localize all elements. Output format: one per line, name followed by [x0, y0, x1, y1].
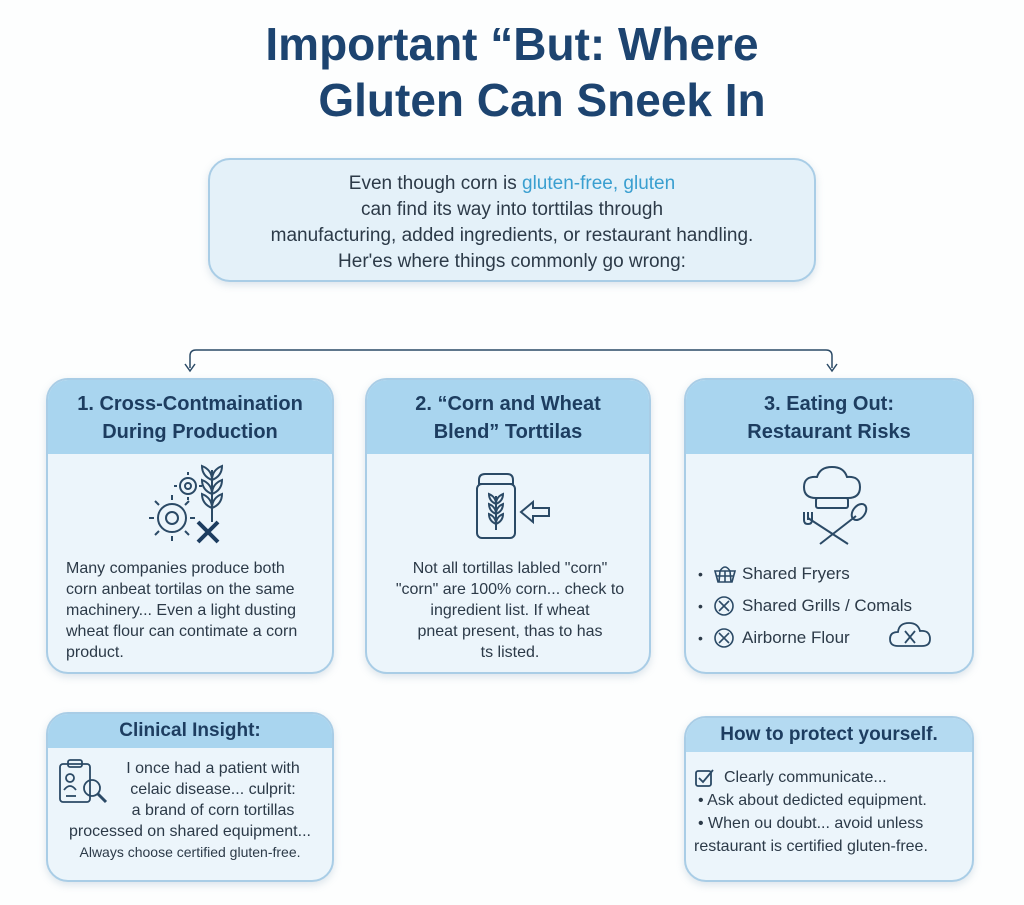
card-text-line: I once had a patient with: [126, 760, 300, 777]
clinical-insight-box: Clinical Insight: I once had a patient w…: [46, 712, 334, 882]
card-eating-out: 3. Eating Out: Restaurant Risks • Shared…: [684, 378, 974, 674]
bullet: •: [698, 630, 703, 646]
card-title-line: 1. Cross-Contmaination: [77, 393, 303, 415]
card-text-line: "corn" are 100% corn... check to: [395, 581, 625, 598]
card-corn-wheat-blend: 2. “Corn and Wheat Blend” Torttilas Not …: [365, 378, 651, 674]
intro-box: Even though corn is gluten-free, gluten …: [208, 158, 816, 282]
card-text-line: processed on shared equipment...: [69, 823, 311, 840]
card-title-line: Restaurant Risks: [747, 421, 911, 443]
card-text-line: machinery... Even a light dusting: [66, 602, 297, 619]
clinical-title: Clinical Insight:: [48, 714, 332, 748]
card-text-line: pneat present, thas to has: [417, 623, 603, 640]
card-text-line: celaic disease... culprit:: [130, 781, 296, 798]
card-title: 1. Cross-Contmaination During Production: [48, 380, 332, 454]
check-line: Clearly communicate...: [694, 766, 928, 789]
card-text-line: wheat flour can contimate a corn: [66, 623, 298, 640]
card-title-line: During Production: [102, 421, 278, 443]
package-wheat-arrow-icon: [476, 473, 550, 539]
risk-label: Airborne Flour: [742, 628, 850, 647]
card-text: Not all tortillas labled "corn" "corn" a…: [367, 558, 649, 663]
card-title: 3. Eating Out: Restaurant Risks: [686, 380, 972, 454]
branch-connector: [184, 349, 838, 373]
risk-item: • Shared Fryers: [698, 558, 912, 590]
risk-item: • Airborne Flour: [698, 622, 912, 654]
risk-label: Shared Grills / Comals: [742, 596, 913, 615]
card-cross-contamination: 1. Cross-Contmaination During Production…: [46, 378, 334, 674]
risk-label: Shared Fryers: [742, 564, 850, 583]
intro-line-4: Her'es where things commonly go wrong:: [338, 251, 686, 272]
intro-line-2: can find its way into torttilas through: [360, 199, 664, 220]
bullet: •: [698, 566, 703, 582]
card-text: Clearly communicate... • Ask about dedic…: [694, 766, 928, 858]
card-text-line: Not all tortillas labled "corn": [412, 560, 608, 577]
gears-wheat-x-icon: [149, 464, 224, 544]
card-title-line: 3. Eating Out:: [764, 393, 894, 415]
title-line-2: Gluten Can Sneek In: [318, 74, 766, 126]
clipboard-magnifier-icon: [59, 759, 108, 804]
card-title-line: 2. “Corn and Wheat: [415, 393, 601, 415]
card-text-line: ts listed.: [480, 644, 540, 661]
card-text: Many companies produce both corn anbeat …: [66, 558, 297, 663]
card-text-line: restaurant is certified gluten-free.: [694, 838, 928, 855]
card-text-line: Always choose certified gluten-free.: [79, 844, 301, 860]
fryer-basket-icon: [713, 566, 737, 583]
circle-x-icon: [714, 596, 734, 616]
protect-title: How to protect yourself.: [686, 718, 972, 752]
checkbox-icon: [695, 768, 714, 787]
circle-x-icon: [714, 628, 734, 648]
title-line-1: Important “But: Where: [265, 18, 759, 70]
chef-hat-utensils-icon: [802, 465, 868, 545]
protect-yourself-box: How to protect yourself. Clearly communi…: [684, 716, 974, 882]
card-text: I once had a patient with celaic disease…: [108, 758, 318, 821]
card-text-line: product.: [66, 644, 124, 661]
card-text-line: ingredient list. If wheat: [430, 602, 590, 619]
card-text-line: • When ou doubt... avoid unless: [698, 815, 924, 832]
intro-highlight: gluten-free, gluten: [522, 173, 676, 194]
risk-item: • Shared Grills / Comals: [698, 590, 912, 622]
page-title: Important “But: Where Gluten Can Sneek I…: [0, 16, 1024, 128]
bullet: •: [698, 598, 703, 614]
card-text: processed on shared equipment... Always …: [48, 821, 332, 863]
card-text-line: a brand of corn tortillas: [131, 802, 295, 819]
intro-text: Even though corn is: [348, 173, 523, 194]
card-text-line: Many companies produce both: [66, 560, 285, 577]
risk-list: • Shared Fryers • Shared Grills / Comals…: [698, 558, 912, 654]
cloud-x-icon: [889, 622, 931, 647]
intro-line-1: Even though corn is gluten-free, gluten: [210, 171, 814, 197]
intro-line-3: manufacturing, added ingredients, or res…: [270, 225, 754, 246]
card-text-line: corn anbeat tortilas on the same: [66, 581, 295, 598]
card-title-line: Blend” Torttilas: [433, 421, 583, 443]
card-text-line: Clearly communicate...: [724, 769, 887, 786]
card-text-line: • Ask about dedicted equipment.: [698, 792, 927, 809]
card-title: 2. “Corn and Wheat Blend” Torttilas: [367, 380, 649, 454]
